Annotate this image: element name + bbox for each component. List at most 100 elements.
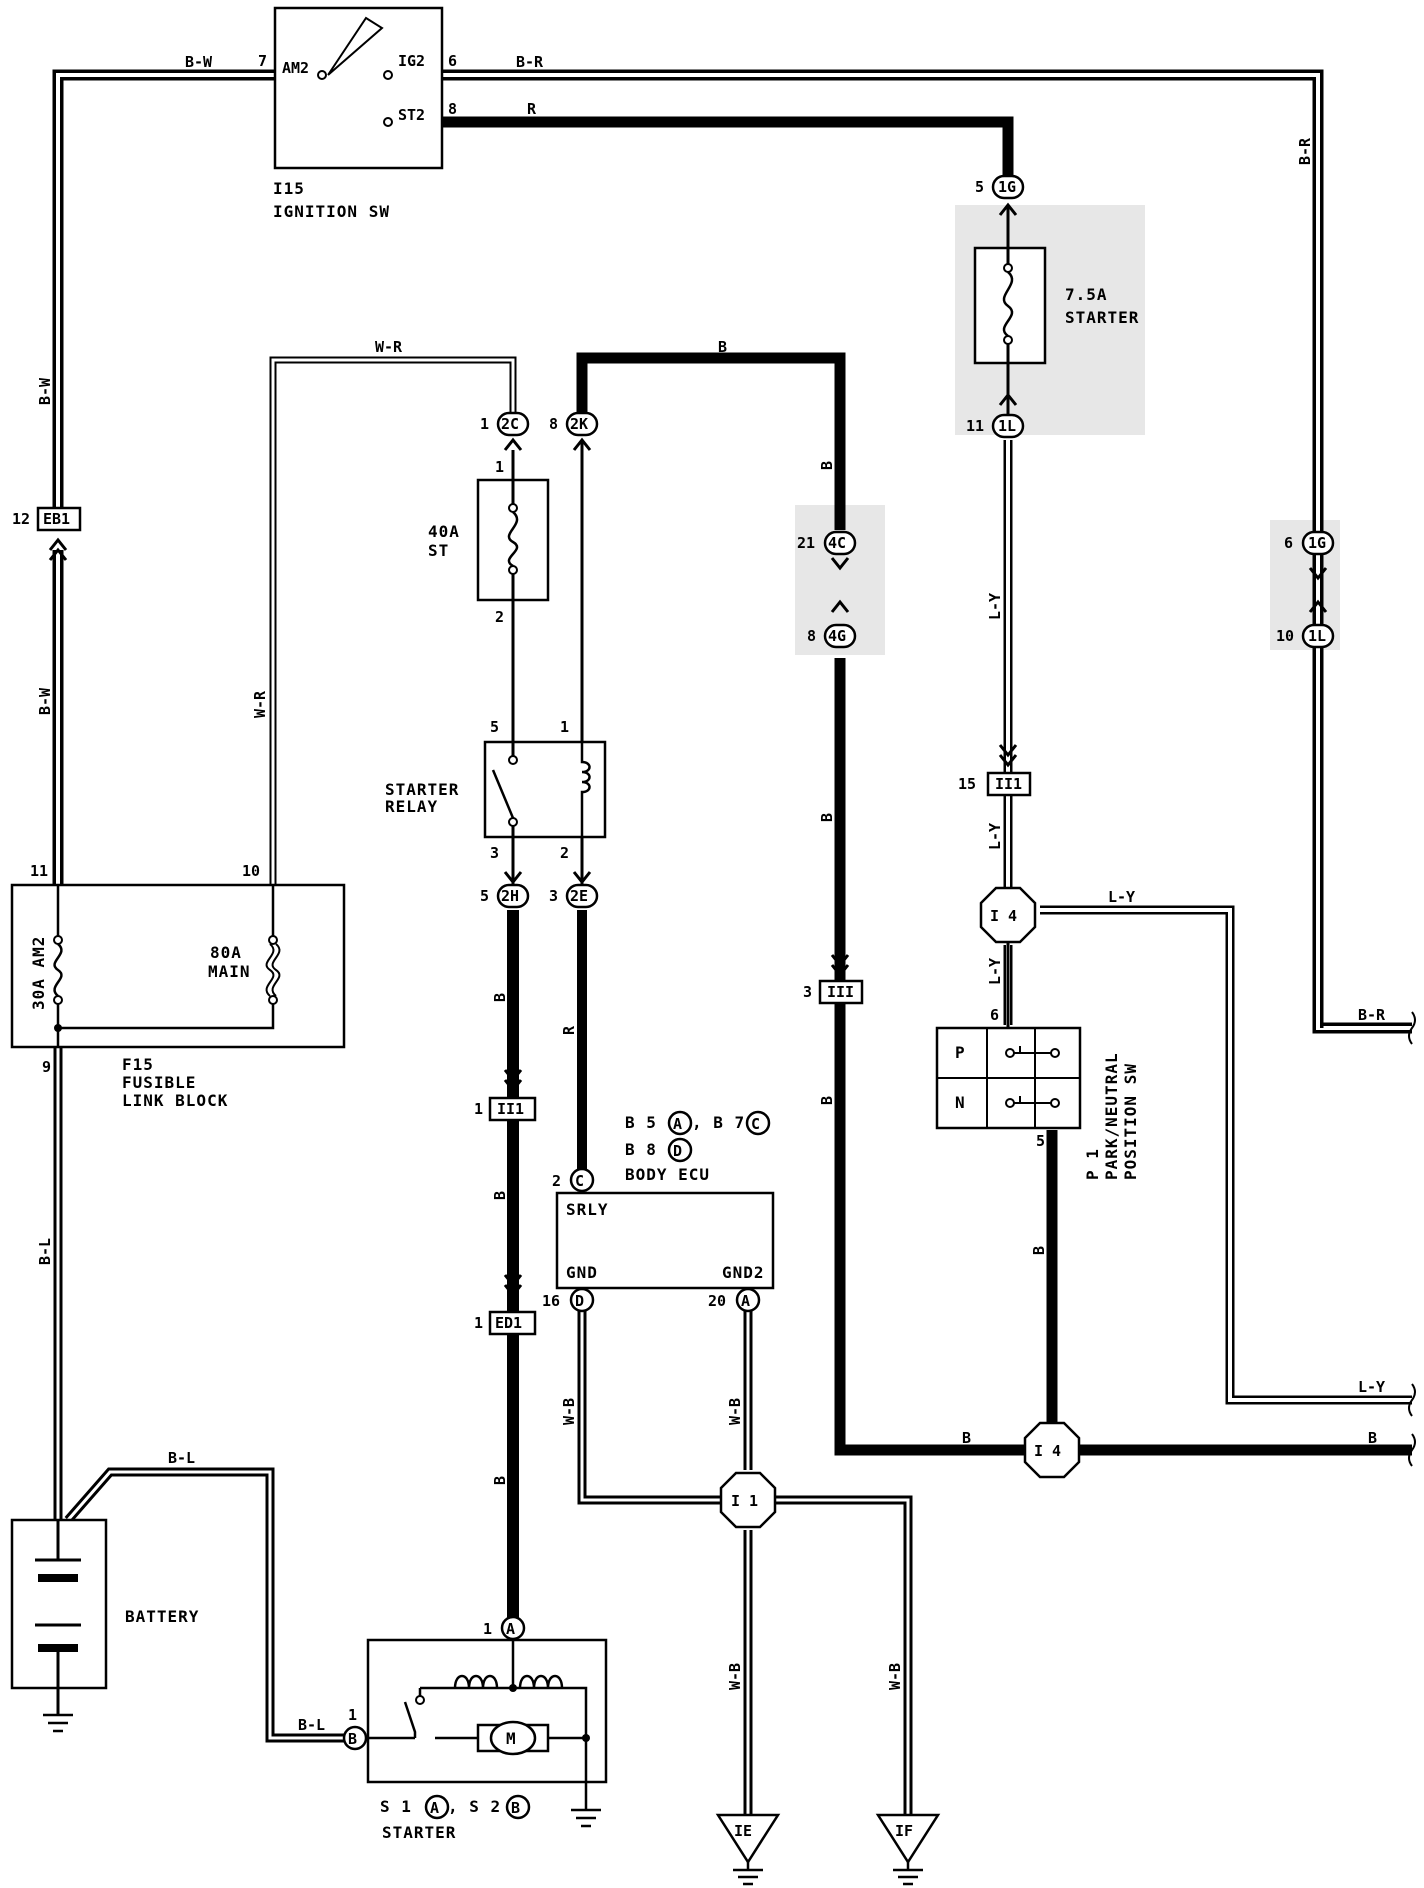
svg-text:B-W: B-W bbox=[36, 687, 54, 715]
pn-line1: PARK/NEUTRAL bbox=[1102, 1052, 1121, 1180]
flb-pin9: 9 bbox=[42, 1058, 51, 1076]
svg-text:8: 8 bbox=[807, 627, 816, 645]
svg-text:8: 8 bbox=[549, 415, 558, 433]
svg-text:IE: IE bbox=[734, 1822, 752, 1840]
fuse-40a-st: 1 2 40A ST bbox=[428, 458, 550, 626]
relay-pin2: 2 bbox=[560, 844, 569, 862]
flb-pin10: 10 bbox=[242, 862, 260, 880]
svg-text:I 4: I 4 bbox=[990, 907, 1017, 925]
relay-pin5: 5 bbox=[490, 718, 499, 736]
connector-2k: 2K 8 bbox=[549, 411, 599, 437]
flb-pin11: 11 bbox=[30, 862, 48, 880]
svg-text:2K: 2K bbox=[570, 415, 588, 433]
svg-text:L-Y: L-Y bbox=[986, 958, 1004, 985]
connector-2c: 2C 1 bbox=[480, 411, 530, 437]
connector-eb1: EB1 12 bbox=[12, 506, 82, 532]
ground-ie: IE bbox=[715, 1813, 781, 1886]
connector-arrows bbox=[48, 202, 1328, 1298]
ecu-ref-d: D bbox=[673, 1142, 682, 1160]
svg-text:21: 21 bbox=[797, 534, 815, 552]
connector-ii1-left: II1 1 bbox=[474, 1096, 537, 1122]
svg-text:I 4: I 4 bbox=[1034, 1442, 1061, 1460]
flb-line2: LINK BLOCK bbox=[122, 1091, 228, 1110]
connector-ed1: ED1 1 bbox=[474, 1310, 537, 1336]
svg-text:B: B bbox=[1368, 1429, 1377, 1447]
svg-text:B: B bbox=[818, 1096, 836, 1105]
pn-p: P bbox=[955, 1043, 966, 1062]
ign-name: IGNITION SW bbox=[273, 202, 390, 221]
flb-fuse2-a: 80A bbox=[210, 943, 242, 962]
starter-ref-s2: , S 2 bbox=[448, 1797, 501, 1816]
ecu-conn-c-letter: C bbox=[575, 1172, 584, 1190]
ecu-conn-a-letter: A bbox=[741, 1292, 750, 1310]
svg-text:I 1: I 1 bbox=[731, 1492, 758, 1510]
svg-text:1L: 1L bbox=[1308, 627, 1326, 645]
fuse-st-name: ST bbox=[428, 541, 449, 560]
starter-pin-a: 1 bbox=[483, 1620, 492, 1638]
svg-text:1: 1 bbox=[474, 1314, 483, 1332]
svg-text:6: 6 bbox=[1284, 534, 1293, 552]
flb-line1: FUSIBLE bbox=[122, 1073, 196, 1092]
park-neutral-switch: P N 6 5 P 1 PARK/NEUTRAL POSITION SW bbox=[935, 1006, 1140, 1180]
svg-text:1: 1 bbox=[480, 415, 489, 433]
svg-text:B-R: B-R bbox=[516, 53, 544, 71]
svg-text:L-Y: L-Y bbox=[986, 593, 1004, 620]
junction-i4-bottom: I 4 bbox=[1023, 1421, 1081, 1479]
svg-text:W-R: W-R bbox=[251, 690, 269, 718]
ign-id: I15 bbox=[273, 179, 305, 198]
ecu-ref-b8: B 8 bbox=[625, 1140, 657, 1159]
connector-2h: 2H 5 bbox=[480, 883, 530, 909]
ecu-srly: SRLY bbox=[566, 1200, 609, 1219]
svg-text:1: 1 bbox=[474, 1100, 483, 1118]
svg-text:B: B bbox=[962, 1429, 971, 1447]
svg-text:2C: 2C bbox=[501, 415, 519, 433]
svg-text:B: B bbox=[718, 338, 727, 356]
svg-text:B-R: B-R bbox=[1296, 137, 1314, 165]
connector-4c: 4C 21 bbox=[797, 530, 857, 556]
battery: BATTERY bbox=[10, 1518, 198, 1733]
fuse-st-rating: 40A bbox=[428, 522, 460, 541]
starter-relay: 5 1 3 2 STARTER RELAY bbox=[385, 718, 607, 862]
ecu-ref-b5: B 5 bbox=[625, 1113, 657, 1132]
svg-text:4G: 4G bbox=[828, 627, 846, 645]
svg-text:ED1: ED1 bbox=[495, 1314, 522, 1332]
connector-4g: 4G 8 bbox=[807, 623, 857, 649]
svg-text:11: 11 bbox=[966, 417, 984, 435]
wire-label-b-pn: B bbox=[1030, 1246, 1048, 1255]
pn-pin6: 6 bbox=[990, 1006, 999, 1024]
svg-text:B: B bbox=[491, 1476, 509, 1485]
wire-labels: B-W B-W B-W B-R B-R B-R R R B B B B B B … bbox=[36, 53, 1386, 1734]
svg-text:W-B: W-B bbox=[726, 1398, 744, 1425]
svg-text:1G: 1G bbox=[998, 178, 1016, 196]
svg-text:1L: 1L bbox=[998, 417, 1016, 435]
flb-id: F15 bbox=[122, 1055, 154, 1074]
relay-pin3: 3 bbox=[490, 844, 499, 862]
ign-ig2-label: IG2 bbox=[398, 52, 425, 70]
svg-text:W-B: W-B bbox=[886, 1663, 904, 1690]
starter-conn-a-letter: A bbox=[506, 1620, 515, 1638]
relay-label-2: RELAY bbox=[385, 797, 438, 816]
shaded-regions bbox=[795, 205, 1340, 655]
ecu-ref-c: C bbox=[751, 1115, 760, 1133]
connector-1l-top: 1L 11 bbox=[966, 413, 1025, 439]
svg-text:EB1: EB1 bbox=[43, 510, 70, 528]
fusible-link-block: 11 10 9 30A AM2 80A MAIN F15 FUSIBLE LIN… bbox=[10, 862, 346, 1110]
starter-pin-b: 1 bbox=[348, 1706, 357, 1724]
svg-text:B-L: B-L bbox=[168, 1449, 195, 1467]
ecu-pin-d: 16 bbox=[542, 1292, 560, 1310]
fuse-starter-name: STARTER bbox=[1065, 308, 1139, 327]
ecu-pin-a: 20 bbox=[708, 1292, 726, 1310]
fuse-7-5a-starter: 7.5A STARTER bbox=[973, 246, 1139, 365]
svg-text:R: R bbox=[560, 1025, 578, 1035]
svg-text:2E: 2E bbox=[570, 887, 588, 905]
ecu-ref-a: A bbox=[673, 1115, 682, 1133]
svg-text:III: III bbox=[827, 983, 854, 1001]
ecu-gnd: GND bbox=[566, 1263, 598, 1282]
svg-text:B-W: B-W bbox=[36, 377, 54, 405]
ign-pin-st2: 8 bbox=[448, 100, 457, 118]
svg-text:B: B bbox=[818, 813, 836, 822]
svg-text:L-Y: L-Y bbox=[986, 823, 1004, 850]
ign-pin-am2: 7 bbox=[258, 52, 267, 70]
flb-fuse1: 30A AM2 bbox=[29, 936, 48, 1010]
